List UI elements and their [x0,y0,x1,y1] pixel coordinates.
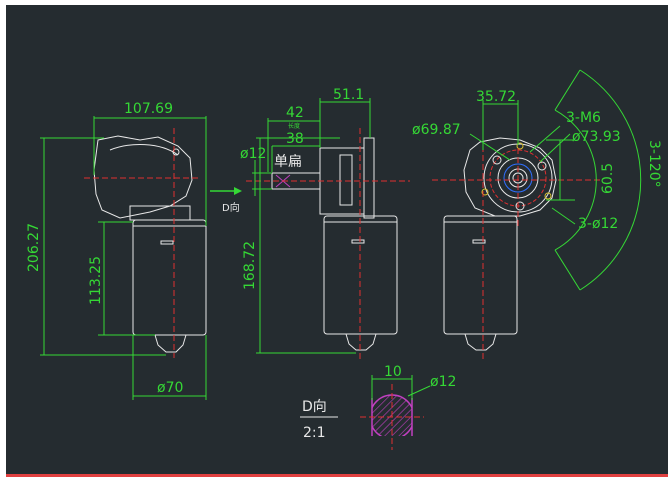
dim-front-51: 51.1 [333,87,364,103]
dim-side-body-dia: ø70 [157,380,183,396]
dim-right-m6: 3-M6 [566,110,601,126]
dim-front-42-sub: 长度 [288,122,300,130]
angle-arc-inner [554,109,597,251]
right-view [443,137,557,351]
right-motor-body [443,215,518,335]
dim-right-35: 35.72 [476,89,516,105]
right-view-dimensions [469,69,642,291]
side-view-centerlines [84,128,200,358]
side-view [93,135,207,353]
dim-front-shaft-dia: ø12 [240,146,266,162]
dim-side-width: 107.69 [124,101,173,117]
dim-side-body-height: 113.25 [88,256,104,305]
motor-end-cap [154,334,187,353]
label-single-flat: 单扁 [274,154,302,170]
dim-front-38: 38 [286,131,304,147]
dim-right-holes: 3-ø12 [578,216,618,232]
direction-arrow-label: D向 [222,201,240,214]
side-view-dimensions [40,116,207,400]
right-view-centerlines [432,128,600,360]
front-motor-body [323,215,398,335]
front-view-dimensions [252,98,371,354]
gearbox-housing-outline [93,135,193,219]
motor-body [132,219,207,336]
direction-arrow [210,187,242,195]
dim-right-73: ø73.93 [572,129,621,145]
front-view-centerlines [246,128,410,360]
dim-detail-flat: 10 [384,364,402,380]
bottom-red-bar [6,474,668,477]
dim-right-69: ø69.87 [412,122,461,138]
detail-view-scale: 2:1 [303,425,326,441]
right-gear-housing [463,137,557,217]
dim-right-60: 60.5 [600,163,616,194]
drawing-background [6,5,668,475]
flange [363,137,375,219]
dim-side-total-height: 206.27 [26,223,42,272]
detail-dimensions [371,375,431,400]
angle-arc-outer [579,69,642,291]
dim-front-42: 42 [286,105,304,121]
detail-centerlines [360,384,424,450]
detail-view-title: D向 [302,399,327,415]
dim-front-height: 168.72 [242,241,258,290]
dim-right-angle: 3-120° [646,140,662,188]
dim-detail-dia: ø12 [430,374,456,390]
motor-label-slot [160,240,174,245]
